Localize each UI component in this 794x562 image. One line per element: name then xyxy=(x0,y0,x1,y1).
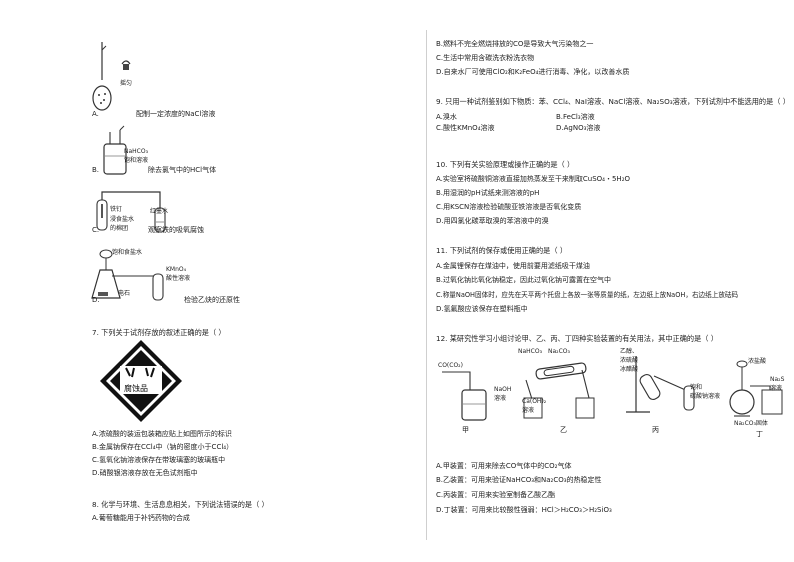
apparatus-yi xyxy=(523,362,595,419)
q11-option-d: D.氢氟酸应该保存在塑料瓶中 xyxy=(436,305,528,313)
q11-stem: 11. 下列试剂的保存或使用正确的是（ ） xyxy=(436,246,568,255)
apparatus-name-bing: 丙 xyxy=(652,426,659,434)
apparatus-name-ding: 丁 xyxy=(756,430,763,438)
q11-option-c: C.称量NaOH固体时，应先在天平两个托盘上各放一张等质量的纸，左边纸上放NaO… xyxy=(436,291,739,299)
hazard-label: 腐蚀品 xyxy=(124,384,148,393)
q11-option-b: B.过氧化钠比氧化钠稳定，因此过氧化钠可露置在空气中 xyxy=(436,276,612,284)
yi-label-2: Na₂CO₃ xyxy=(548,348,570,355)
corrosive-hazard-sign xyxy=(100,340,182,422)
fig-d-tag-2: 电石 xyxy=(118,290,131,297)
q8-option-c: C.生活中常用含碳洗衣粉洗衣物 xyxy=(436,54,535,62)
q8-option-b: B.燃料不完全燃烧排放的CO是导致大气污染物之一 xyxy=(436,40,594,48)
ding-label-3: Na₂CO₃固体 xyxy=(734,420,768,427)
q10-option-d: D.用四氯化碳萃取溴的苯溶液中的溴 xyxy=(436,217,549,225)
acetylene-apparatus-figure xyxy=(91,249,164,301)
fig-c-tag-1: 铁钉 xyxy=(110,206,123,213)
bing-label-1: 乙醇、浓硫酸冰醋酸 xyxy=(620,348,639,373)
fig-a-tag: 摇匀 xyxy=(120,80,133,87)
fig-d-caption: 检验乙炔的还原性 xyxy=(184,296,240,304)
bing-label-2: 饱和碳酸钠溶液 xyxy=(690,384,721,400)
q9-option-c: C.酸性KMnO₄溶液 xyxy=(436,124,495,132)
fig-c-letter: C. xyxy=(92,226,100,234)
q10-option-c: C.用KSCN溶液检验硫酸亚铁溶液是否氧化变质 xyxy=(436,203,582,211)
apparatus-name-jia: 甲 xyxy=(462,426,469,434)
q7-option-a: A.浓硫酸的装运包装箱应贴上如图所示的标识 xyxy=(92,430,232,438)
fig-d-tag-1: 饱和食盐水 xyxy=(112,249,143,256)
q10-option-b: B.用湿润的pH试纸来测溶液的pH xyxy=(436,189,540,197)
q7-stem: 7. 下列关于试剂存放的叙述正确的是（ ） xyxy=(92,328,226,337)
q8-stem: 8. 化学与环境、生活息息相关，下列说法错误的是（ ） xyxy=(92,500,269,509)
q10-option-a: A.实验室将硫酸铜溶液直接加热蒸发至干来制取CuSO₄・5H₂O xyxy=(436,175,631,183)
volumetric-flask-figure xyxy=(92,42,131,111)
q12-option-c: C.丙装置：可用来实验室制备乙酸乙酯 xyxy=(436,491,556,499)
q11-option-a: A.金属锂保存在煤油中，使用前要用滤纸吸干煤油 xyxy=(436,262,590,270)
q8-option-a: A.葡萄糖能用于补钙药物的合成 xyxy=(92,514,190,522)
apparatus-name-yi: 乙 xyxy=(560,426,567,434)
gas-washing-bottle-figure xyxy=(103,125,127,175)
apparatus-bing xyxy=(626,356,695,413)
q7-option-d: D.硝酸银溶液存放在无色试剂瓶中 xyxy=(92,469,198,477)
q12-option-b: B.乙装置：可用来验证NaHCO₃和Na₂CO₃的热稳定性 xyxy=(436,476,602,484)
fig-a-caption: 配制一定浓度的NaCl溶液 xyxy=(136,110,216,118)
q9-stem: 9. 只用一种试剂鉴别如下物质：苯、CCl₄、NaI溶液、NaCl溶液、Na₂S… xyxy=(436,97,790,106)
fig-a-letter: A. xyxy=(92,110,99,118)
fig-b-caption: 除去氯气中的HCl气体 xyxy=(148,166,217,174)
q7-option-b: B.金属钠保存在CCl₄中（钠的密度小于CCl₄） xyxy=(92,443,234,451)
q9-option-a: A.溴水 xyxy=(436,113,457,121)
fig-b-letter: B. xyxy=(92,166,100,174)
jia-label-1: CO(CO₂) xyxy=(438,362,463,369)
q12-option-d: D.丁装置：可用来比较酸性强弱：HCl＞H₂CO₃＞H₂SiO₃ xyxy=(436,506,612,514)
yi-label-1: NaHCO₃ xyxy=(518,348,542,355)
q9-option-d: D.AgNO₃溶液 xyxy=(556,124,601,132)
q8-option-d: D.自来水厂可使用ClO₂和K₂FeO₄进行消毒、净化，以改善水质 xyxy=(436,68,630,76)
fig-d-letter: D. xyxy=(92,296,100,304)
apparatus-ding xyxy=(729,360,783,417)
fig-c-caption: 观察铁的吸氧腐蚀 xyxy=(148,226,204,234)
fig-c-tag-2: 浸食盐水的棉团 xyxy=(110,216,135,232)
q7-option-c: C.氢氧化钠溶液保存在带玻璃塞的玻璃瓶中 xyxy=(92,456,226,464)
q10-stem: 10. 下列有关实验原理或操作正确的是（ ） xyxy=(436,160,575,169)
column-divider xyxy=(426,30,427,540)
apparatus-jia xyxy=(442,371,487,421)
ding-label-1: 浓盐酸 xyxy=(748,358,767,365)
q12-stem: 12. 某研究性学习小组讨论甲、乙、丙、丁四种实验装置的有关用法，其中正确的是（… xyxy=(436,334,718,343)
fig-c-tag-3: 红墨水 xyxy=(150,208,169,215)
iron-corrosion-figure xyxy=(96,191,166,233)
q12-option-a: A.甲装置：可用来除去CO气体中的CO₂气体 xyxy=(436,462,572,470)
q9-option-b: B.FeCl₃溶液 xyxy=(556,113,595,121)
